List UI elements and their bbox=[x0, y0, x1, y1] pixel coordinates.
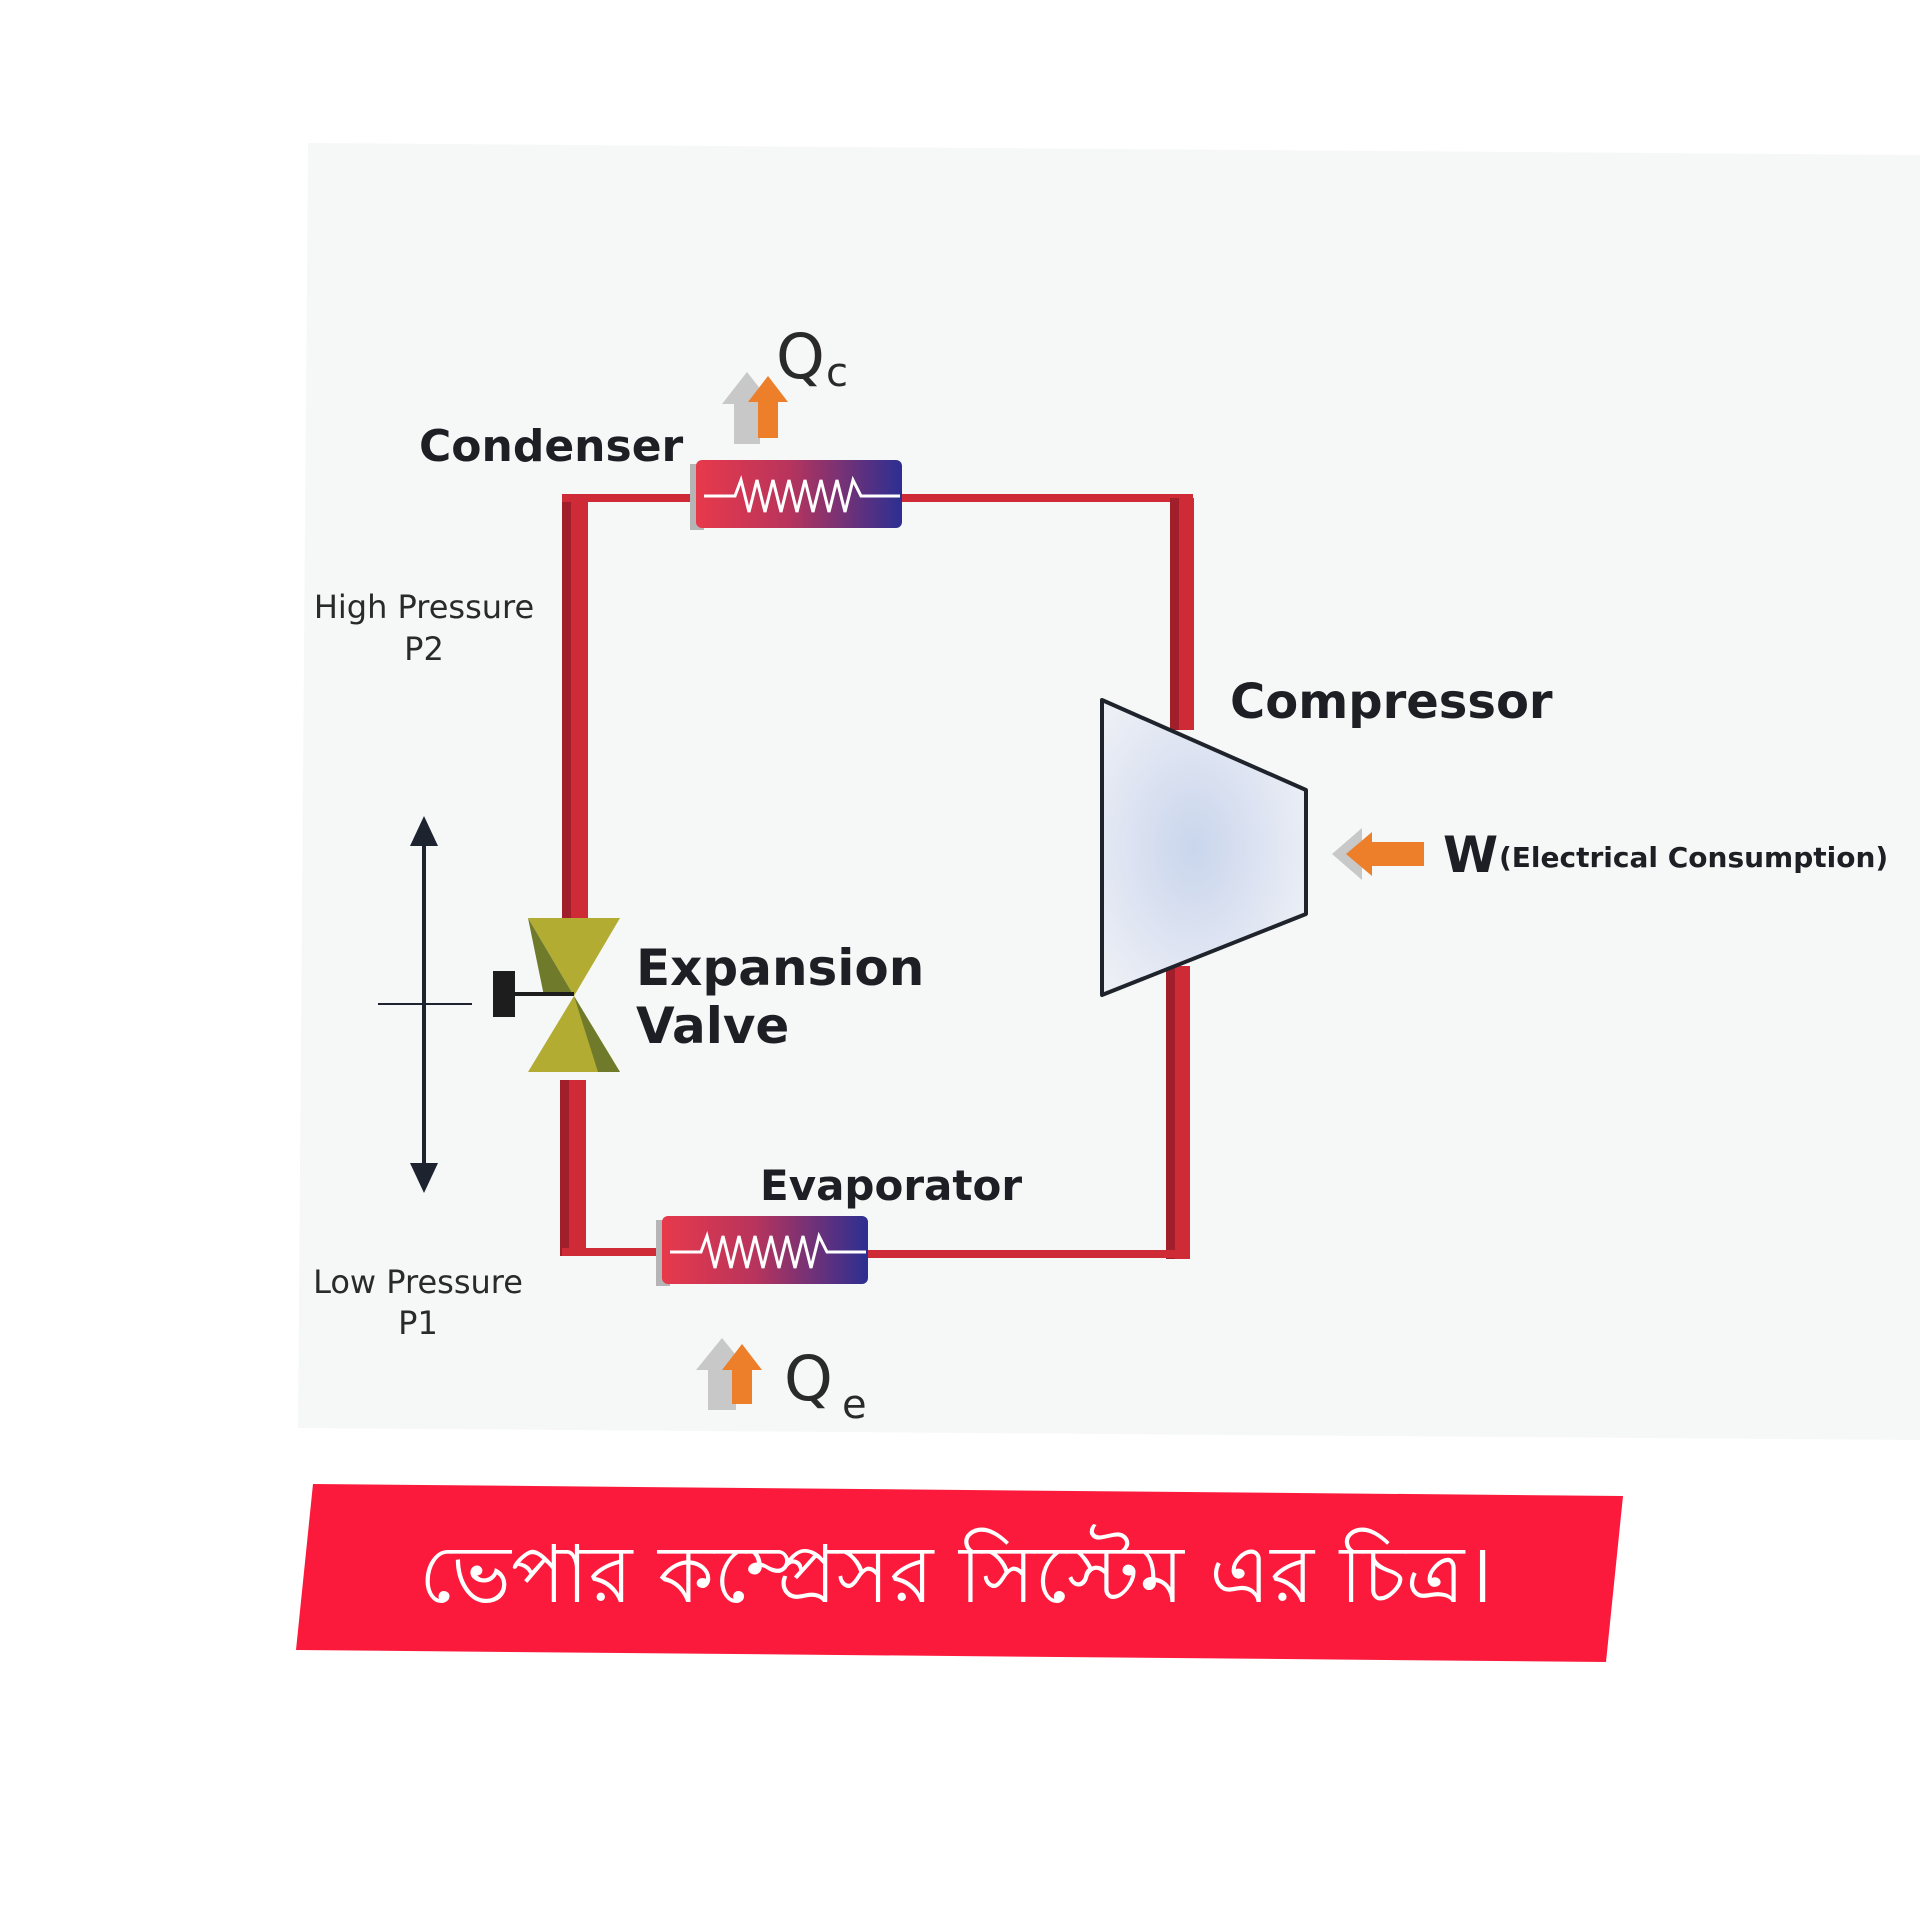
pipe-right-upper-shade bbox=[1170, 498, 1179, 730]
compressor-body-icon bbox=[1100, 698, 1308, 997]
condenser-unit bbox=[690, 460, 902, 530]
pipe-left-upper-shade bbox=[562, 494, 571, 920]
caption-text: ভেপার কম্প্রেসর সিস্টেম এর চিত্র। bbox=[419, 1524, 1493, 1621]
condenser-coil-icon bbox=[704, 474, 900, 513]
valve-upper-shade bbox=[528, 918, 574, 996]
p2-label: P2 bbox=[404, 630, 444, 668]
p1-label: P1 bbox=[398, 1304, 438, 1342]
compressor-label: Compressor bbox=[1230, 674, 1553, 730]
evaporator-label: Evaporator bbox=[760, 1161, 1022, 1210]
work-symbol: W bbox=[1443, 826, 1498, 884]
pipe-top-right bbox=[900, 494, 1193, 502]
arrow-down-icon bbox=[410, 1163, 438, 1193]
high-pressure-label: High Pressure bbox=[314, 588, 534, 626]
arrow-up-icon bbox=[410, 816, 438, 846]
work-input-arrow-icon bbox=[1332, 828, 1424, 880]
pipe-bottom-right bbox=[866, 1250, 1190, 1258]
valve-lower-shade bbox=[574, 996, 620, 1072]
evaporator-coil-icon bbox=[670, 1230, 866, 1269]
valve-upper-triangle bbox=[528, 918, 620, 996]
qc-symbol: Q bbox=[776, 320, 825, 393]
qe-heat-arrow-icon bbox=[696, 1338, 762, 1410]
refrigerant-loop bbox=[560, 494, 1194, 1259]
pipe-top-left bbox=[562, 494, 696, 502]
condenser-label: Condenser bbox=[419, 421, 684, 472]
qe-symbol: Q bbox=[784, 1342, 833, 1415]
evaporator-body bbox=[662, 1216, 868, 1284]
work-note: (Electrical Consumption) bbox=[1499, 841, 1888, 874]
valve-actuator-icon bbox=[493, 971, 515, 1017]
pipe-right-lower-shade bbox=[1166, 966, 1175, 1259]
low-pressure-label: Low Pressure bbox=[313, 1263, 523, 1301]
expansion-label-line2: Valve bbox=[636, 997, 789, 1055]
pressure-axis bbox=[378, 816, 472, 1193]
compressor-unit bbox=[1100, 698, 1308, 997]
condenser-body bbox=[696, 460, 902, 528]
pipe-left-lower-shade bbox=[560, 1080, 569, 1256]
expansion-label-line1: Expansion bbox=[636, 939, 924, 997]
qc-heat-arrow-icon bbox=[722, 372, 788, 444]
qe-subscript: e bbox=[842, 1382, 867, 1428]
pipe-bottom-left bbox=[562, 1248, 666, 1256]
evaporator-unit bbox=[656, 1216, 868, 1286]
expansion-valve bbox=[493, 918, 620, 1072]
caption-background bbox=[296, 1484, 1623, 1662]
qc-subscript: c bbox=[826, 350, 848, 396]
caption-banner: ভেপার কম্প্রেসর সিস্টেম এর চিত্র। bbox=[296, 1484, 1623, 1662]
